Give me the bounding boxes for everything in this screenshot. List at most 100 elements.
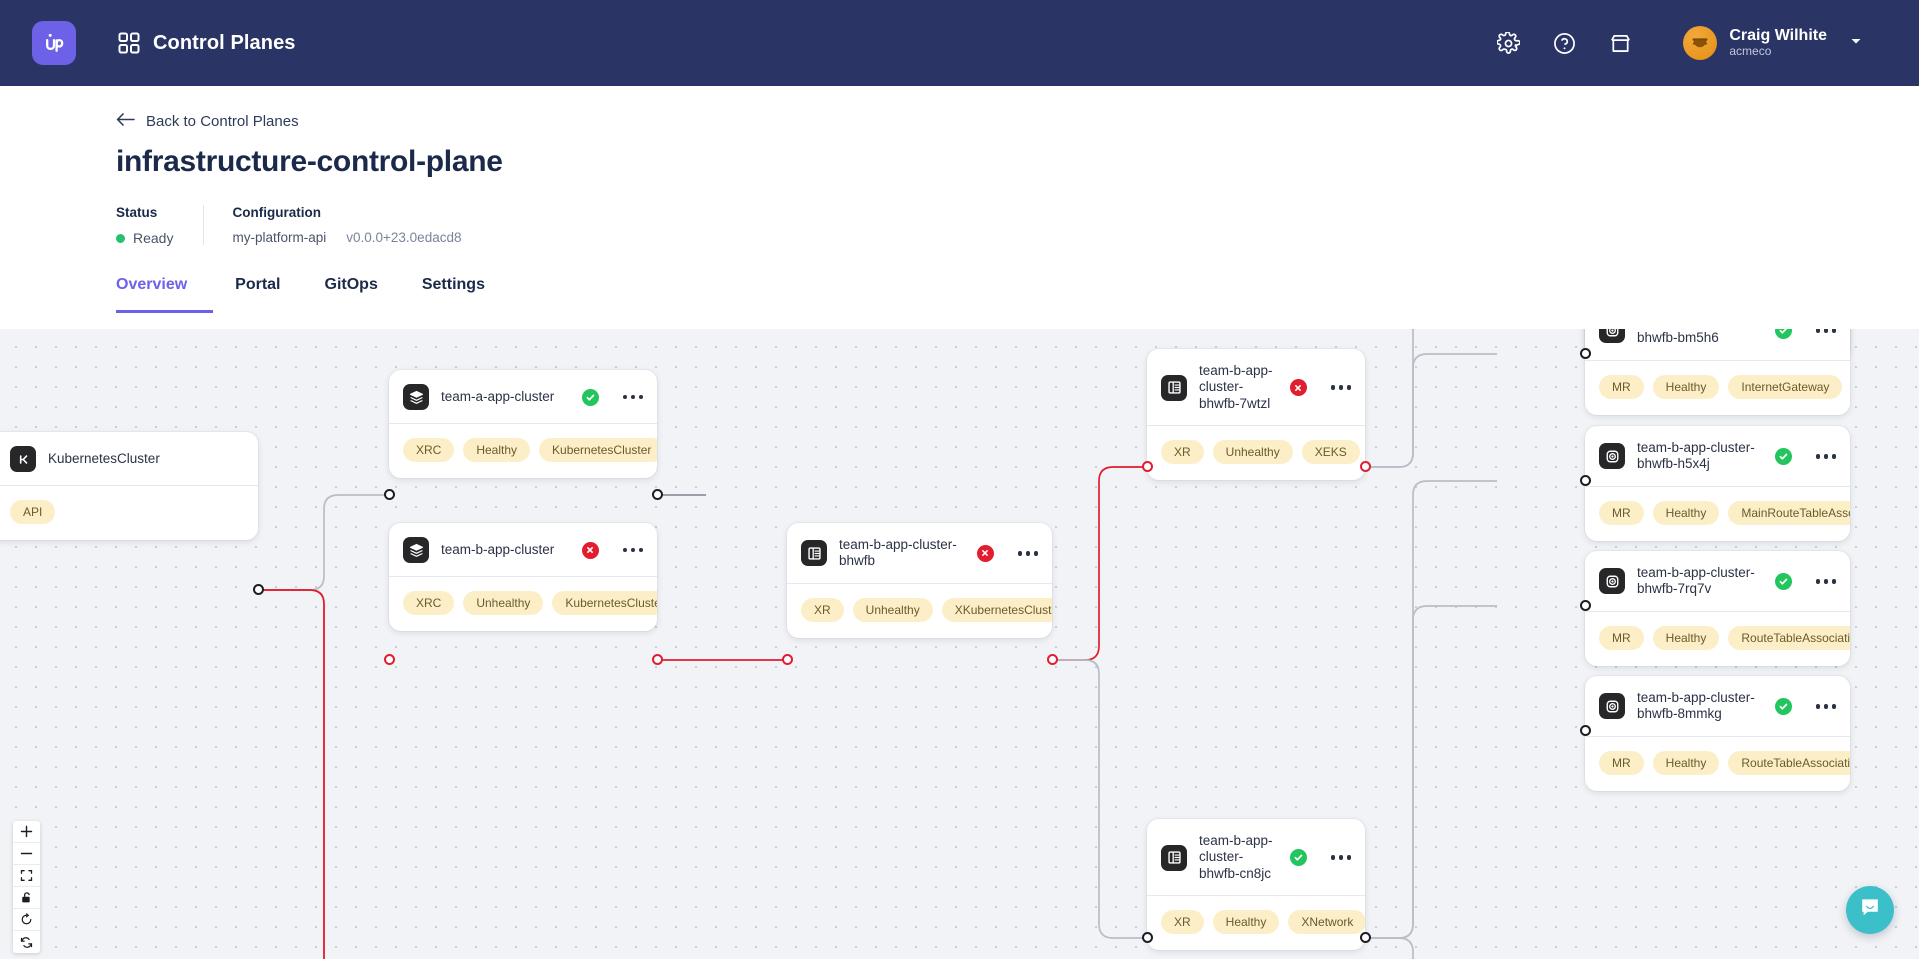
node-header: team-b-app-cluster-bhwfb-7wtzl <box>1147 349 1365 425</box>
node-tags: XR Unhealthy XKubernetesCluster <box>787 584 1052 638</box>
lock-button[interactable] <box>13 887 40 909</box>
graph-node-team-b-app-cluster-bhwfb-8mmkg[interactable]: team-b-app-cluster-bhwfb-8mmkg MR Health… <box>1585 676 1850 791</box>
node-tag: InternetGateway <box>1728 374 1843 399</box>
kubernetes-icon <box>10 446 36 472</box>
node-tag: MR <box>1599 374 1644 399</box>
node-menu-button[interactable] <box>622 394 643 400</box>
user-menu[interactable]: Craig Wilhite acmeco <box>1683 26 1863 60</box>
node-header: team-a-app-cluster <box>389 370 657 423</box>
node-tag: KubernetesCluster <box>539 438 657 462</box>
up-logo[interactable] <box>32 21 76 65</box>
node-tag: XR <box>1161 910 1204 935</box>
marketplace-icon[interactable] <box>1603 26 1637 60</box>
graph-node-team-b-app-cluster-bhwfb[interactable]: team-b-app-cluster-bhwfb XR Unhealthy XK… <box>787 523 1052 638</box>
zoom-out-button[interactable] <box>13 843 40 865</box>
node-menu-button[interactable] <box>1330 855 1351 860</box>
node-tag: Unhealthy <box>1212 440 1293 465</box>
node-menu-button[interactable] <box>1815 704 1836 709</box>
node-menu-button[interactable] <box>622 547 643 553</box>
graph-node-kubernetescluster[interactable]: KubernetesCluster API <box>0 432 258 540</box>
node-label: KubernetesCluster <box>48 450 160 466</box>
node-divider <box>0 485 258 486</box>
graph-node-team-b-app-cluster-bhwfb-h5x4j[interactable]: team-b-app-cluster-bhwfb-h5x4j MR Health… <box>1585 426 1850 541</box>
status-healthy-icon <box>581 388 599 406</box>
graph-node-team-b-app-cluster[interactable]: team-b-app-cluster XRC Unhealthy Kuberne… <box>389 523 657 631</box>
fit-view-button[interactable] <box>13 865 40 887</box>
node-port-left[interactable] <box>1142 461 1153 472</box>
managed-resource-icon <box>1599 693 1625 720</box>
node-port-left[interactable] <box>1580 475 1591 486</box>
node-port-left[interactable] <box>384 489 395 500</box>
brand-section[interactable]: Control Planes <box>118 32 296 55</box>
tab-gitops[interactable]: GitOps <box>324 276 378 293</box>
node-menu-button[interactable] <box>1815 329 1836 333</box>
node-port-right[interactable] <box>1360 932 1371 943</box>
tab-settings[interactable]: Settings <box>421 276 485 293</box>
managed-resource-icon <box>1599 443 1625 470</box>
node-port-right[interactable] <box>652 654 663 665</box>
node-port-left[interactable] <box>384 654 395 665</box>
zoom-in-button[interactable] <box>13 821 40 843</box>
node-divider <box>1585 485 1850 487</box>
status-value: Ready <box>133 230 174 246</box>
node-port-left[interactable] <box>1142 932 1153 943</box>
brand-title: Control Planes <box>153 31 296 54</box>
node-menu-button[interactable] <box>1815 454 1836 459</box>
node-menu-button[interactable] <box>1815 579 1836 584</box>
chevron-down-icon[interactable] <box>1849 34 1863 53</box>
node-header: team-b-app-cluster <box>389 523 657 576</box>
node-tag: MR <box>1599 625 1644 650</box>
node-tags: XR Healthy XNetwork <box>1147 896 1365 950</box>
managed-resource-icon <box>1599 568 1625 595</box>
node-port-right[interactable] <box>1047 654 1058 665</box>
node-port-left[interactable] <box>1580 600 1591 611</box>
back-to-control-planes-link[interactable]: Back to Control Planes <box>116 112 299 131</box>
graph-node-team-b-app-cluster-bhwfb-bm5h6[interactable]: team-b-app-cluster-bhwfb-bm5h6 MR Health… <box>1585 329 1850 415</box>
chat-launcher-button[interactable] <box>1846 886 1894 934</box>
node-tag: XRC <box>403 591 455 615</box>
node-header: team-b-app-cluster-bhwfb <box>787 523 1052 583</box>
nav-right-cluster: Craig Wilhite acmeco <box>1491 26 1893 60</box>
refresh-button[interactable] <box>13 931 40 953</box>
composite-icon <box>1161 844 1187 871</box>
node-port-right[interactable] <box>253 584 264 595</box>
status-healthy-icon <box>1774 447 1792 465</box>
tab-portal[interactable]: Portal <box>235 276 281 293</box>
tab-bar: Overview Portal GitOps Settings <box>116 276 1919 313</box>
node-port-right[interactable] <box>652 489 663 500</box>
node-divider <box>1147 425 1365 427</box>
graph-node-team-b-app-cluster-bhwfb-cn8jc[interactable]: team-b-app-cluster-bhwfb-cn8jc XR Health… <box>1147 819 1365 951</box>
graph-node-team-a-app-cluster[interactable]: team-a-app-cluster XRC Healthy Kubernete… <box>389 370 657 478</box>
resource-graph-canvas[interactable]: KubernetesCluster API team-a-app-cluster… <box>0 329 1919 959</box>
reset-button[interactable] <box>13 909 40 931</box>
layers-icon <box>403 537 429 563</box>
node-tags: MR Healthy RouteTableAssociation <box>1585 737 1850 791</box>
node-label: team-b-app-cluster-bhwfb-7wtzl <box>1199 363 1273 411</box>
tab-overview[interactable]: Overview <box>116 276 214 313</box>
page-title: infrastructure-control-plane <box>116 145 503 178</box>
top-navigation-bar: Control Planes <box>0 0 1919 86</box>
node-port-left[interactable] <box>782 654 793 665</box>
node-menu-button[interactable] <box>1330 385 1351 390</box>
gear-icon[interactable] <box>1491 26 1525 60</box>
node-tag: Healthy <box>1212 910 1280 935</box>
node-port-left[interactable] <box>1580 725 1591 736</box>
node-tag: RouteTableAssociation <box>1728 625 1850 650</box>
node-tag: API <box>10 500 56 524</box>
node-tags: MR Healthy InternetGateway <box>1585 361 1850 415</box>
node-divider <box>1585 735 1850 737</box>
status-badge: Ready <box>116 230 173 246</box>
node-port-right[interactable] <box>1360 461 1371 472</box>
node-tag: Healthy <box>1652 374 1720 399</box>
node-port-left[interactable] <box>1580 348 1591 359</box>
node-tag: Unhealthy <box>852 597 933 622</box>
node-tags: XRC Healthy KubernetesCluster <box>389 424 657 478</box>
node-menu-button[interactable] <box>1017 551 1038 556</box>
graph-node-team-b-app-cluster-bhwfb-7wtzl[interactable]: team-b-app-cluster-bhwfb-7wtzl XR Unheal… <box>1147 349 1365 481</box>
status-healthy-icon <box>1774 697 1792 715</box>
help-circle-icon[interactable] <box>1547 26 1581 60</box>
node-tag: MR <box>1599 500 1644 525</box>
node-header: team-b-app-cluster-bhwfb-h5x4j <box>1585 426 1850 486</box>
graph-node-team-b-app-cluster-bhwfb-7rq7v[interactable]: team-b-app-cluster-bhwfb-7rq7v MR Health… <box>1585 551 1850 666</box>
node-tag: MR <box>1599 750 1644 775</box>
